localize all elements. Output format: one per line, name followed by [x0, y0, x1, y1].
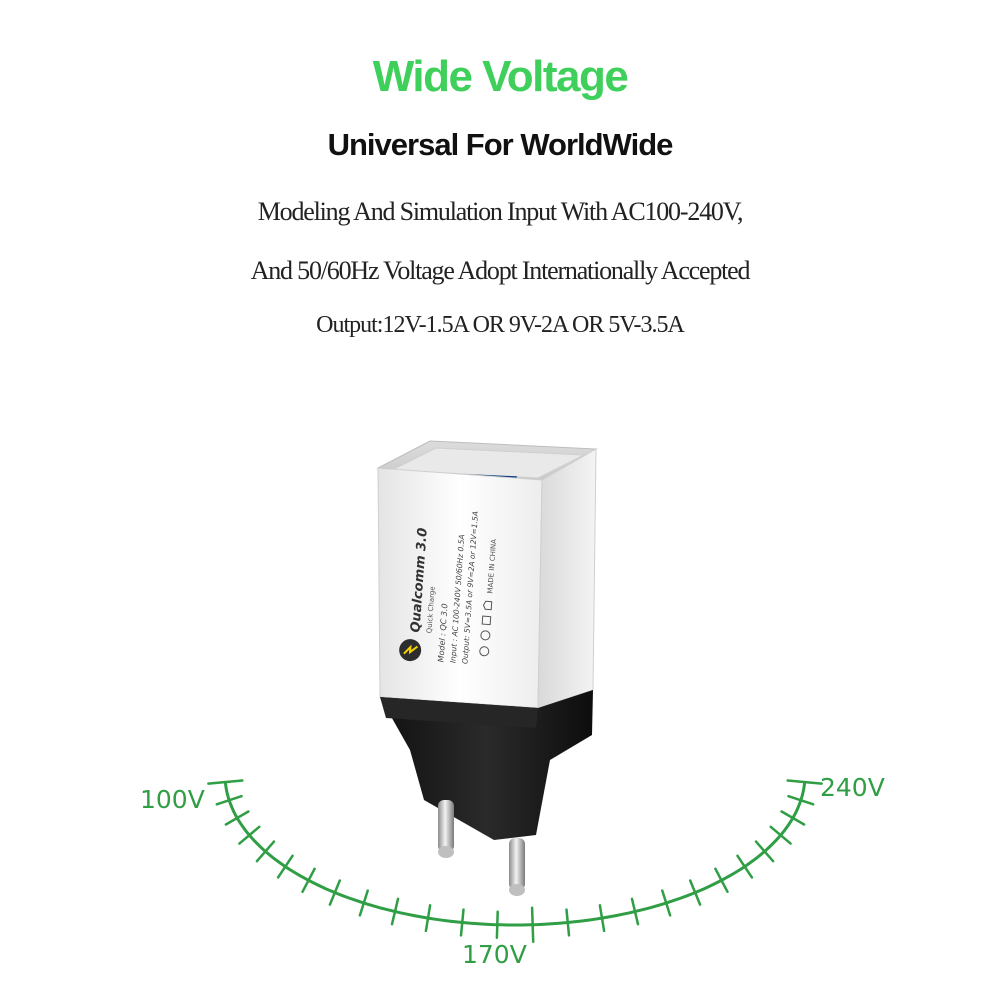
voltage-scale-tick	[565, 908, 571, 937]
output-spec-line: Output:12V-1.5A OR 9V-2A OR 5V-3.5A	[316, 312, 685, 338]
description-line-2: And 50/60Hz Voltage Adopt Internationall…	[250, 256, 751, 285]
voltage-scale-tick	[328, 879, 342, 906]
voltage-scale-tick	[224, 810, 250, 826]
plug-pin-left	[438, 800, 454, 858]
voltage-scale-tick	[630, 897, 640, 926]
certification-icons	[479, 600, 493, 657]
description-line-1: Modeling And Simulation Input With AC100…	[257, 197, 744, 226]
voltage-scale-tick	[530, 906, 535, 943]
charger-base	[380, 690, 593, 840]
voltage-scale-tick	[661, 889, 672, 917]
charger-model-line: Model : QC 3.0	[436, 603, 449, 662]
charger-origin-text: MADE IN CHINA	[486, 539, 498, 594]
charger-brand-text: Qualcomm 3.0	[408, 527, 430, 633]
voltage-scale-tick	[390, 897, 400, 926]
voltage-scale-tick	[276, 854, 294, 879]
voltage-label-mid: 170V	[462, 940, 527, 969]
voltage-scale-tick	[688, 879, 702, 906]
voltage-scale-tick	[598, 904, 606, 933]
voltage-scale-tick	[787, 794, 815, 806]
voltage-scale-tick	[358, 889, 369, 917]
voltage-scale-tick	[215, 794, 243, 806]
voltage-scale-curve	[223, 781, 807, 927]
voltage-scale-tick	[207, 779, 244, 785]
voltage-scale-arc	[207, 779, 823, 943]
voltage-label-max: 240V	[820, 773, 885, 802]
voltage-scale-tick	[714, 867, 729, 894]
voltage-scale-tick	[424, 904, 432, 933]
voltage-scale-tick	[495, 910, 499, 939]
charger-side-face	[537, 448, 597, 709]
voltage-scale-tick	[786, 779, 823, 785]
voltage-scale-tick	[238, 825, 261, 845]
voltage-scale-tick	[769, 825, 792, 845]
charger-brand-subtext: Quick Charge	[425, 586, 436, 634]
plug-pin-right	[509, 838, 525, 896]
voltage-scale-tick	[780, 810, 806, 826]
voltage-scale-tick	[301, 867, 316, 894]
voltage-scale-tick	[255, 840, 276, 863]
page-subtitle: Universal For WorldWide	[327, 127, 674, 162]
voltage-label-min: 100V	[140, 785, 205, 814]
page-title: Wide Voltage	[372, 52, 629, 101]
voltage-scale-tick	[754, 840, 775, 863]
voltage-scale-tick	[736, 854, 754, 879]
voltage-scale-tick	[459, 908, 465, 937]
